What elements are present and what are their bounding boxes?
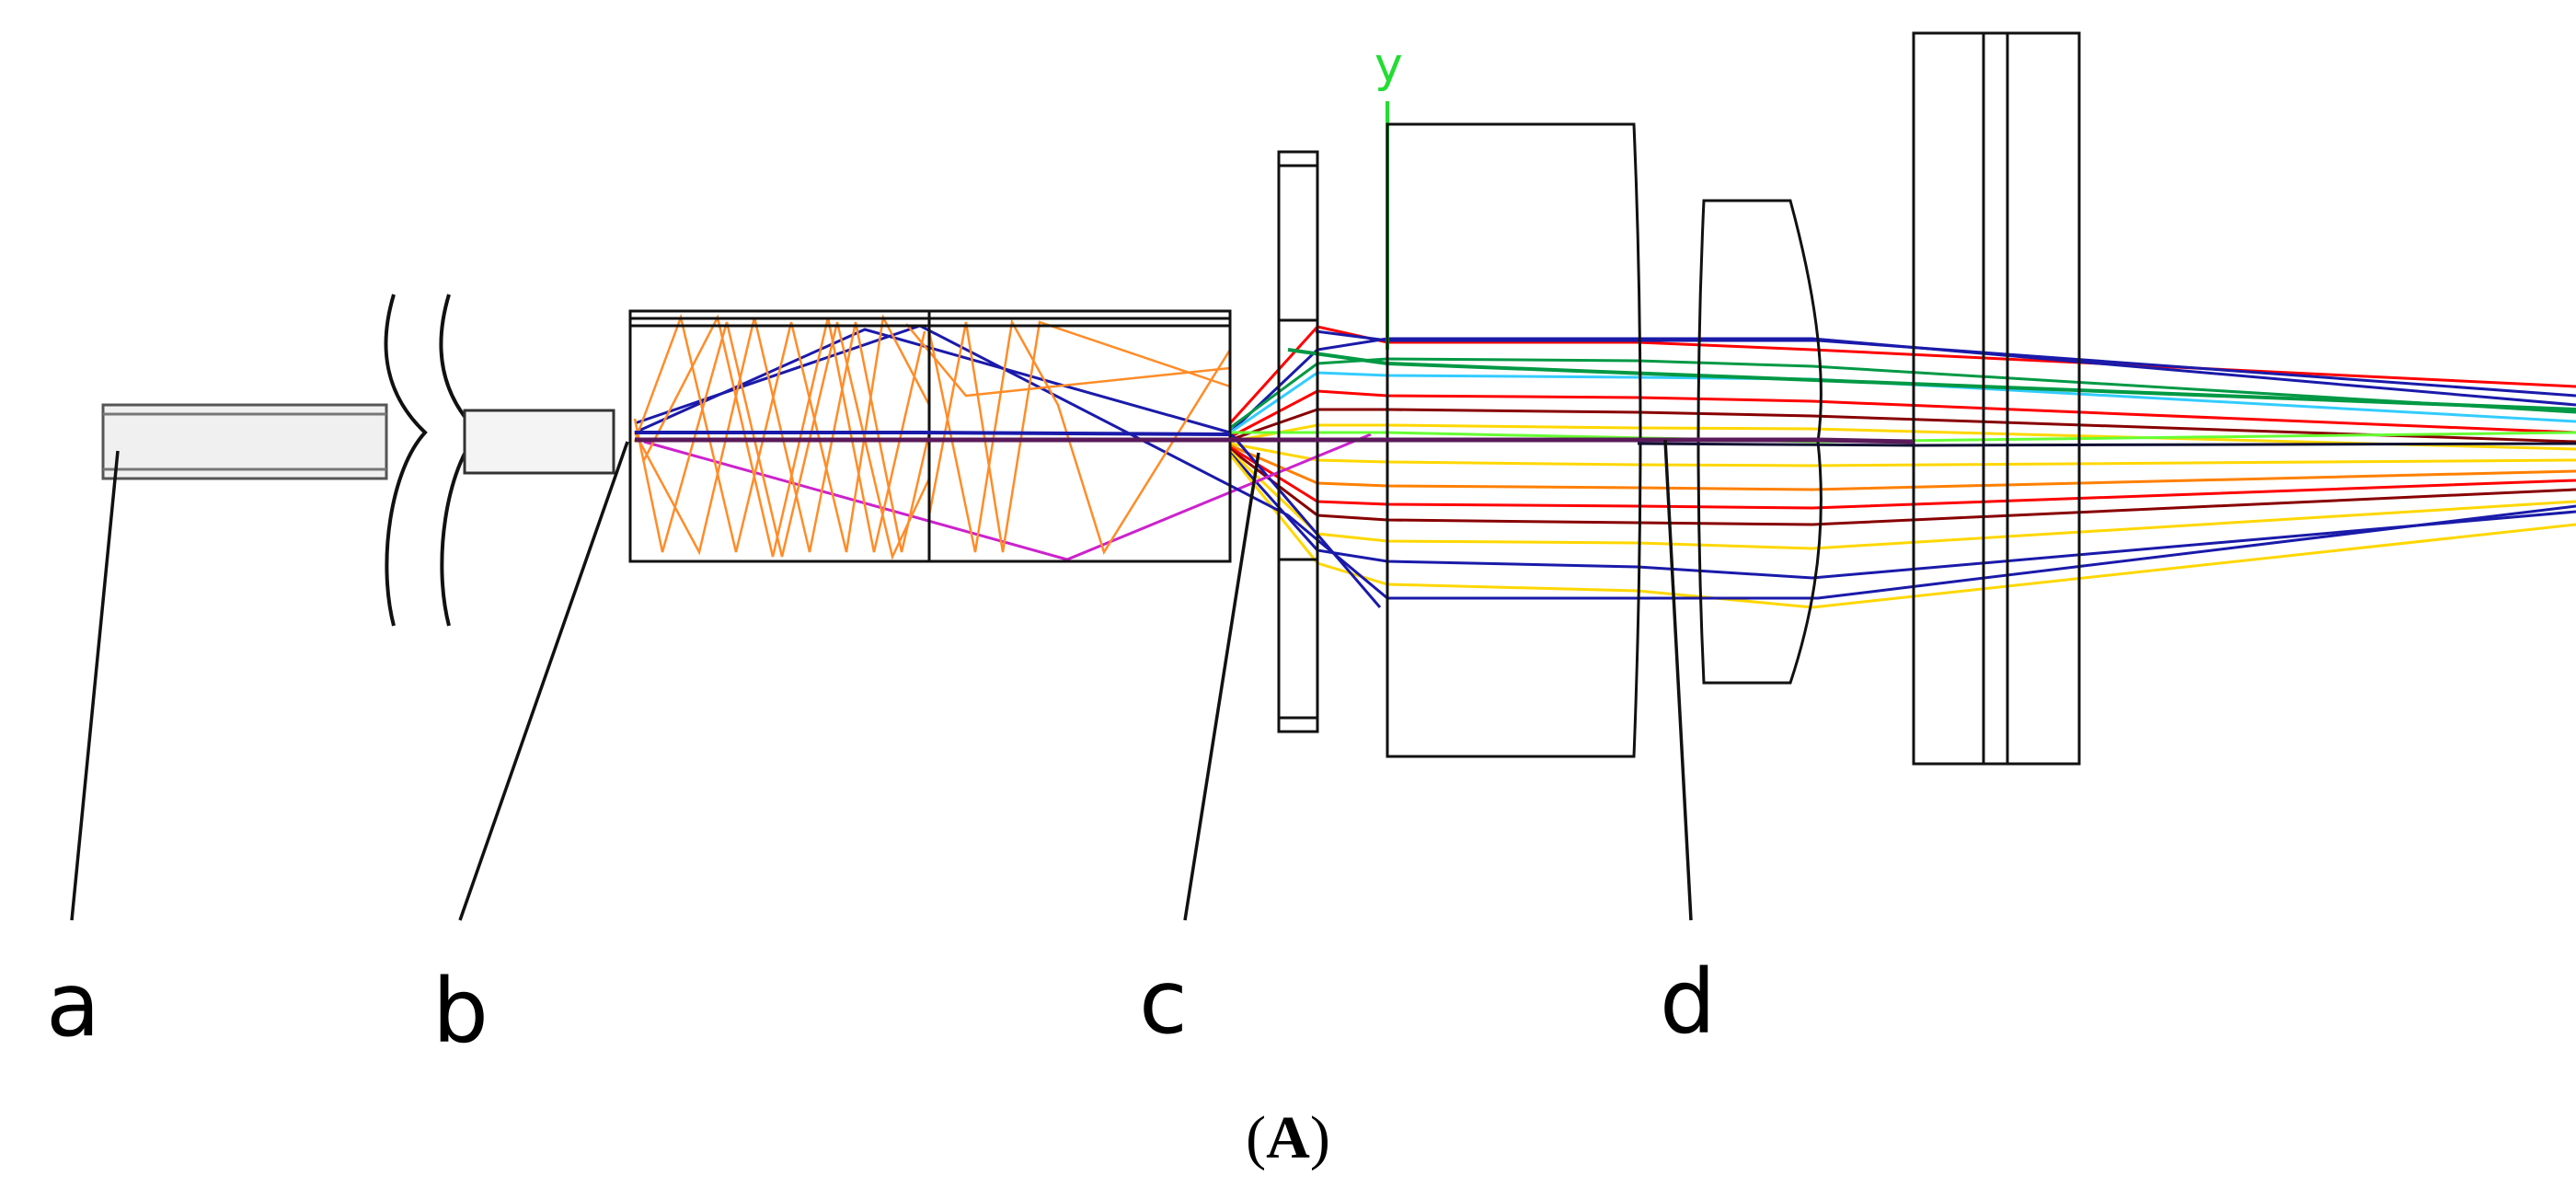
callout-d: d — [1660, 951, 1716, 1054]
callout-c: c — [1139, 951, 1188, 1054]
axial-ray — [635, 437, 1915, 444]
output-lens-group — [1912, 31, 2081, 766]
caption-close: ) — [1310, 1104, 1330, 1171]
meniscus-lens — [1696, 199, 1823, 685]
axial-ray — [635, 431, 1231, 436]
caption-letter: A — [1266, 1104, 1310, 1171]
fan-ray — [1229, 444, 2576, 491]
fiber-segment-a — [101, 403, 388, 480]
fan-ray — [1229, 447, 2576, 526]
homogenizer-rod — [628, 309, 1232, 563]
fan-ray — [1229, 445, 2576, 510]
fan-ray — [1229, 423, 2576, 451]
scattered-ray — [633, 317, 931, 556]
caption-open: ( — [1246, 1104, 1266, 1171]
fan-ray — [1229, 357, 2576, 430]
cross-ray — [643, 433, 1372, 561]
cross-ray — [1230, 431, 2576, 444]
fan-ray — [1228, 325, 2576, 425]
fan-ray — [1229, 408, 2576, 444]
fan-ray — [1229, 389, 2576, 439]
axial-rays — [635, 431, 2576, 447]
callout-leaders — [70, 439, 1693, 921]
fan-ray — [1228, 454, 2576, 609]
axial-ray — [1637, 442, 2576, 447]
figure-caption: (A) — [1246, 1104, 1330, 1171]
cross-ray — [634, 328, 1382, 608]
fan-ray — [1228, 451, 2576, 580]
scattered-ray — [905, 323, 1231, 398]
scattered-ray — [927, 318, 1232, 555]
y-axis-label: y — [1374, 38, 1403, 93]
scattered-ray — [927, 320, 1231, 553]
callout-a: a — [46, 953, 100, 1056]
fan-ray — [1228, 449, 2576, 550]
scattered-ray — [633, 321, 931, 560]
callout-b: b — [432, 960, 489, 1063]
cross-ray — [1315, 329, 2576, 398]
fan-ray — [1229, 442, 2576, 467]
fiber-segment-b — [463, 409, 615, 475]
